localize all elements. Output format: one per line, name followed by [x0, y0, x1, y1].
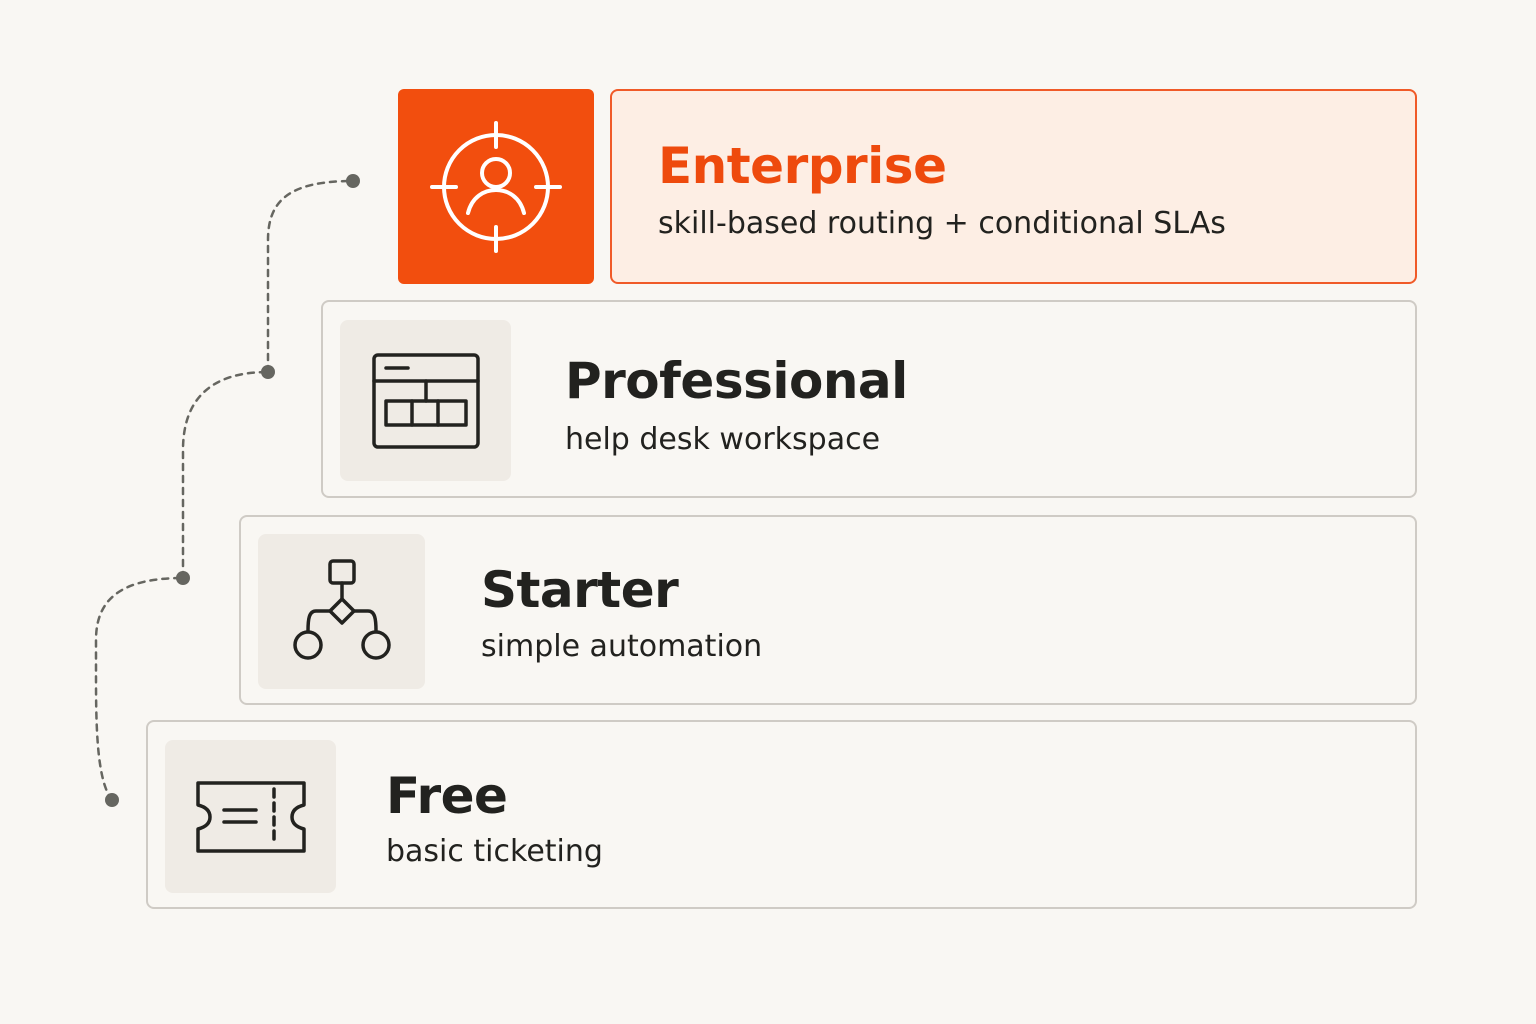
- target-user-icon: [430, 120, 562, 253]
- free-icon-tile: [165, 740, 336, 893]
- connector-node-professional: [261, 365, 275, 379]
- tier-card-professional[interactable]: Professional help desk workspace: [321, 300, 1417, 498]
- workspace-layout-icon: [371, 352, 480, 449]
- tier-description-starter: simple automation: [481, 629, 763, 664]
- tier-card-free[interactable]: Free basic ticketing: [146, 720, 1417, 909]
- tier-name-enterprise: Enterprise: [658, 137, 947, 195]
- connector-node-starter: [176, 571, 190, 585]
- starter-icon-tile: [258, 534, 425, 689]
- professional-icon-tile: [340, 320, 511, 481]
- tier-description-free: basic ticketing: [386, 834, 603, 869]
- tier-name-free: Free: [386, 767, 508, 825]
- tier-description-professional: help desk workspace: [565, 422, 881, 457]
- tier-description-enterprise: skill-based routing + conditional SLAs: [658, 206, 1226, 241]
- tier-name-professional: Professional: [565, 352, 908, 410]
- tier-card-starter[interactable]: Starter simple automation: [239, 515, 1417, 705]
- workflow-icon: [292, 558, 391, 660]
- connector-node-free: [105, 793, 119, 807]
- connector-node-enterprise: [346, 174, 360, 188]
- enterprise-icon-tile: [398, 89, 594, 284]
- connector-path: [94, 179, 355, 802]
- ticket-icon: [195, 780, 306, 853]
- tier-card-enterprise[interactable]: Enterprise skill-based routing + conditi…: [610, 89, 1417, 284]
- tier-name-starter: Starter: [481, 561, 679, 619]
